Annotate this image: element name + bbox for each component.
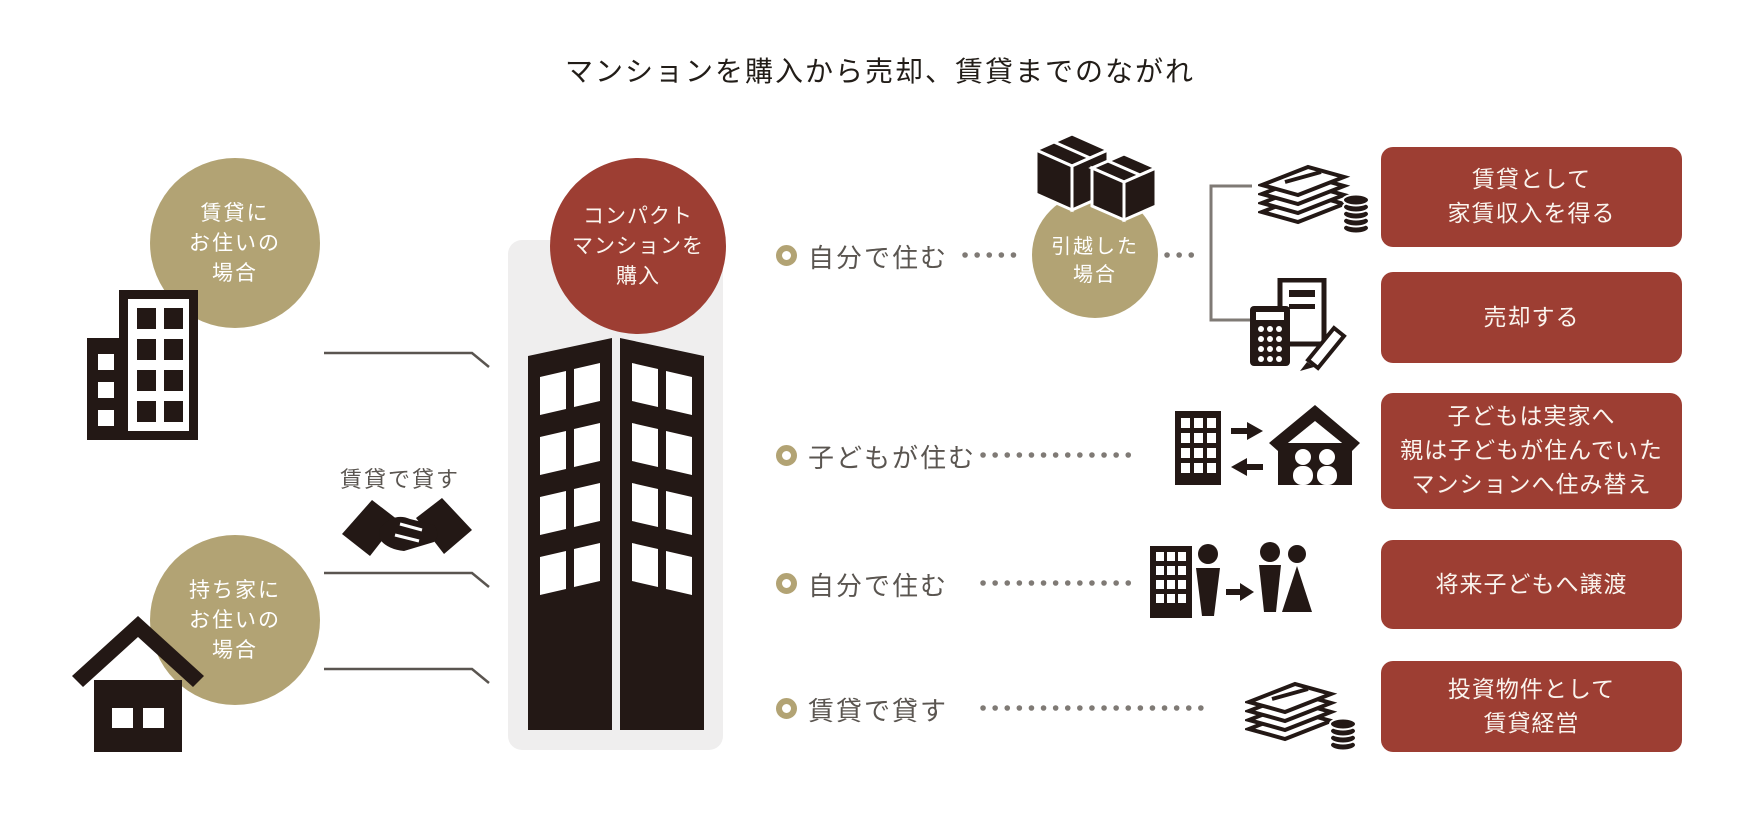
circle-line: 場合 — [1073, 262, 1117, 286]
circle-line: 場合 — [212, 638, 258, 662]
circle-line: 持ち家に — [189, 578, 281, 602]
branch-bracket — [1209, 184, 1252, 322]
outcome-line: 売却する — [1483, 304, 1580, 331]
calculator-document-pencil-icon — [1250, 278, 1347, 371]
outcome-box-sell: 売却する — [1381, 272, 1682, 363]
building-house-swap-icon — [1175, 405, 1360, 485]
flow-bullet-icon — [776, 698, 797, 719]
circle-line: 場合 — [212, 261, 258, 285]
outcome-box-rental-income: 賃貸として 家賃収入を得る — [1381, 147, 1682, 247]
moved-case-circle: 引越した 場合 — [1032, 192, 1158, 318]
purchase-circle: コンパクト マンションを 購入 — [550, 158, 726, 334]
office-buildings-icon — [87, 290, 198, 440]
moved-case-text: 引越した 場合 — [1051, 232, 1139, 288]
cash-and-coins-icon — [1258, 164, 1370, 235]
outcome-box-transfer: 将来子どもへ譲渡 — [1381, 540, 1682, 629]
outcome-line: 賃貸経営 — [1483, 710, 1580, 737]
building-person-to-couple-icon — [1150, 542, 1312, 618]
cash-and-coins-icon — [1245, 681, 1357, 752]
flow-option-live-self-2: 自分で住む — [808, 572, 949, 602]
outcome-line: 子どもは実家へ — [1447, 404, 1616, 430]
arrow-from-lease — [324, 571, 490, 588]
house-icon — [72, 616, 204, 752]
flow-option-child-lives: 子どもが住む — [808, 444, 977, 474]
rental-case-text: 賃貸に お住いの 場合 — [189, 198, 281, 288]
circle-line: 購入 — [616, 264, 660, 288]
dotted-connector — [980, 580, 1143, 586]
moving-boxes-icon — [1032, 132, 1160, 223]
flow-bullet-icon — [776, 445, 797, 466]
dotted-connector — [1164, 252, 1205, 258]
outcome-line: マンションへ住み替え — [1411, 472, 1652, 498]
outcome-box-investment: 投資物件として 賃貸経営 — [1381, 661, 1682, 752]
outcome-box-child-swap: 子どもは実家へ 親は子どもが住んでいた マンションへ住み替え — [1381, 393, 1682, 509]
outcome-line: 家賃収入を得る — [1447, 201, 1616, 227]
circle-line: お住いの — [189, 231, 281, 255]
dotted-connector — [962, 252, 1025, 258]
flow-option-live-self: 自分で住む — [808, 244, 949, 274]
diagram-title: マンションを購入から売却、賃貸までのながれ — [564, 55, 1195, 88]
compact-mansion-icon — [528, 338, 704, 730]
outcome-line: 親は子どもが住んでいた — [1400, 438, 1663, 464]
purchase-circle-text: コンパクト マンションを 購入 — [572, 201, 704, 291]
dotted-connector — [980, 705, 1207, 711]
owned-case-circle: 持ち家に お住いの 場合 — [150, 535, 320, 705]
outcome-line: 投資物件として — [1447, 676, 1616, 703]
flow-bullet-icon — [776, 245, 797, 266]
flow-bullet-icon — [776, 573, 797, 594]
outcome-line: 将来子どもへ譲渡 — [1435, 571, 1628, 598]
circle-line: コンパクト — [583, 204, 693, 228]
arrow-from-rental — [324, 351, 490, 368]
circle-line: お住いの — [189, 608, 281, 632]
circle-line: マンションを — [572, 234, 704, 258]
handshake-icon — [342, 498, 472, 556]
owned-case-text: 持ち家に お住いの 場合 — [189, 575, 281, 665]
circle-line: 引越した — [1051, 234, 1139, 258]
circle-line: 賃貸に — [200, 201, 270, 225]
arrow-from-house — [324, 667, 490, 684]
flow-option-lease-out: 賃貸で貸す — [808, 697, 949, 727]
lease-out-label: 賃貸で貸す — [339, 468, 460, 493]
dotted-connector — [980, 452, 1143, 458]
outcome-line: 賃貸として — [1471, 167, 1592, 193]
